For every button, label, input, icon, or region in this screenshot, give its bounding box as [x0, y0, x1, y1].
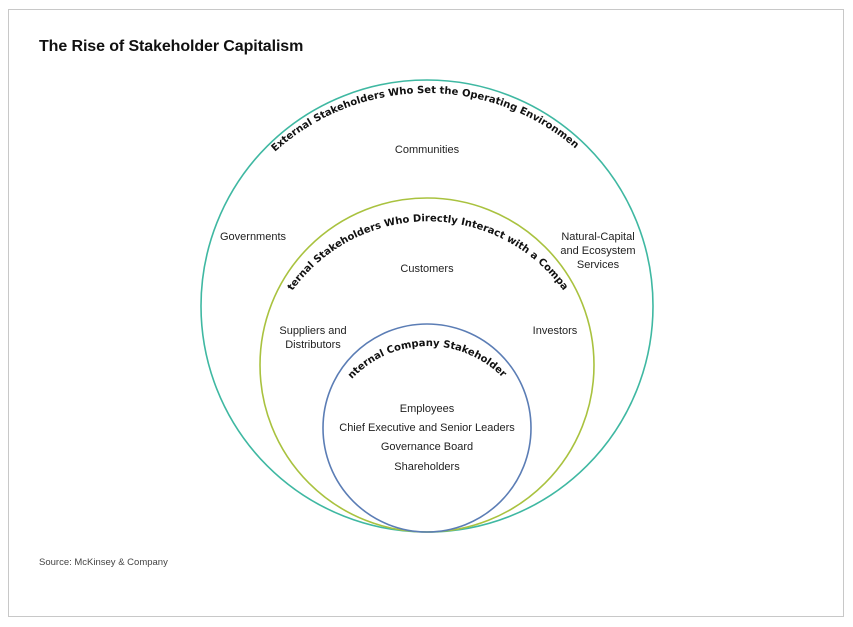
- inner-ring: [322, 323, 532, 533]
- source-note: Source: McKinsey & Company: [39, 557, 168, 568]
- outer-item-governments: Governments: [220, 231, 287, 243]
- outer-ring-label: External Stakeholders Who Set the Operat…: [0, 0, 581, 154]
- middle-item-customers: Customers: [400, 263, 454, 275]
- inner-item-employees: Employees: [400, 403, 455, 415]
- outer-item-communities: Communities: [395, 144, 460, 156]
- inner-item-chief-executive: Chief Executive and Senior Leaders: [339, 422, 515, 434]
- outer-ring-label-path: External Stakeholders Who Set the Operat…: [0, 0, 581, 154]
- middle-item-investors: Investors: [533, 325, 578, 337]
- middle-item-suppliers-line1: Suppliers and: [279, 325, 346, 337]
- outer-item-natural-capital-line1: Natural-Capital: [561, 231, 634, 243]
- middle-ring: [259, 197, 595, 533]
- outer-item-natural-capital-line2: and Ecosystem: [560, 245, 635, 257]
- inner-item-shareholders: Shareholders: [394, 461, 460, 473]
- page-title: The Rise of Stakeholder Capitalism: [39, 38, 304, 55]
- inner-item-governance-board: Governance Board: [381, 441, 473, 453]
- middle-item-suppliers-line2: Distributors: [285, 339, 341, 351]
- outer-item-natural-capital-line3: Services: [577, 259, 620, 271]
- figure-frame: [8, 9, 844, 617]
